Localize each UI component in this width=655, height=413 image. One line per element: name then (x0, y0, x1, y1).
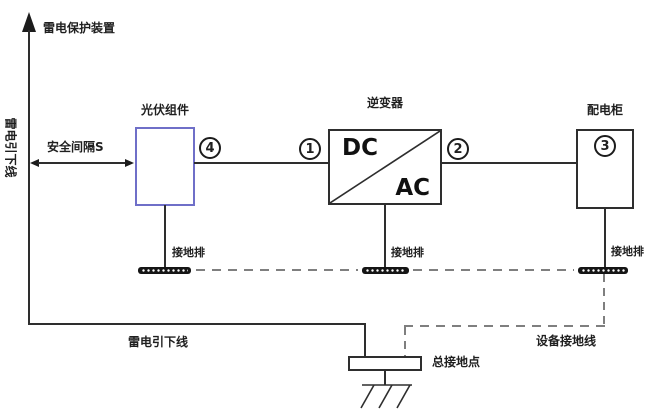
equipment-ground-drop-dashed (603, 274, 605, 326)
safety-gap-arrow-left-icon (30, 159, 39, 167)
wire-inverter-to-cabinet (441, 162, 576, 164)
equipment-ground-run-dashed (404, 325, 605, 327)
marker-circle-4: 4 (199, 137, 221, 159)
ground-busbar-label-1: 接地排 (172, 246, 205, 259)
main-ground-point-bar (348, 356, 422, 371)
pv-module-box (135, 127, 195, 206)
up-arrow-icon (22, 12, 36, 32)
ac-label: AC (395, 175, 430, 201)
down-conductor-bottom-line (28, 323, 366, 325)
pv-module-label: 光伏组件 (140, 103, 189, 117)
lightning-down-conductor-line (28, 30, 30, 324)
distribution-cabinet-label: 配电柜 (586, 103, 623, 117)
pv-ground-drop-line (164, 205, 166, 268)
main-ground-point-label: 总接地点 (432, 355, 481, 369)
marker-circle-1: 1 (299, 138, 321, 160)
inverter-ground-drop-line (384, 204, 386, 268)
wire-pv-to-inverter (194, 162, 328, 164)
safety-gap-label: 安全间隔S (47, 140, 104, 154)
busbar-link-dashed-1 (196, 269, 358, 271)
earth-ground-icon (360, 384, 412, 409)
cabinet-ground-drop-line (604, 208, 606, 268)
ground-busbar-2 (362, 267, 409, 274)
safety-gap-line (38, 162, 126, 164)
inverter-box: DC AC (328, 129, 442, 205)
lightning-down-conductor-bottom-label: 雷电引下线 (128, 335, 189, 349)
ground-busbar-3 (578, 267, 628, 274)
inverter-label: 逆变器 (366, 96, 403, 110)
lightning-down-conductor-vertical-label: 雷电引下线 (3, 117, 18, 178)
safety-gap-arrow-right-icon (125, 159, 134, 167)
dc-label: DC (342, 135, 378, 161)
inverter-diagonal-line (330, 131, 440, 203)
ground-busbar-label-2: 接地排 (391, 246, 424, 259)
marker-circle-3: 3 (594, 135, 616, 157)
down-conductor-to-ground-line (364, 323, 366, 357)
busbar-link-dashed-2 (413, 269, 574, 271)
equipment-ground-wire-label: 设备接地线 (536, 334, 597, 348)
equipment-ground-to-main-dashed (404, 327, 406, 357)
earth-lead-line (384, 371, 386, 385)
marker-circle-2: 2 (447, 138, 469, 160)
ground-busbar-1 (138, 267, 191, 274)
ground-busbar-label-3: 接地排 (611, 245, 644, 258)
lightning-protection-device-label: 雷电保护装置 (43, 21, 116, 35)
